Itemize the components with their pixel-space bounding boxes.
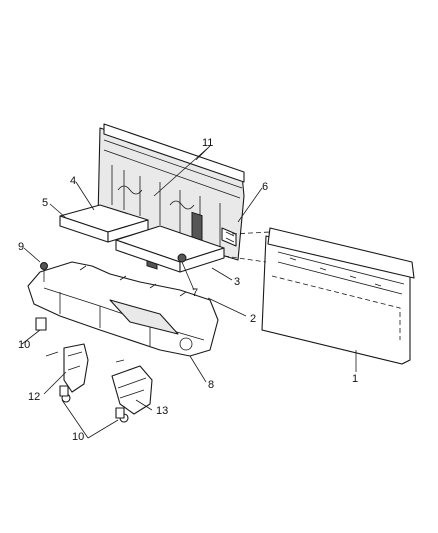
callout-4: 4	[70, 175, 77, 187]
callout-12: 12	[28, 391, 41, 403]
seat-base-tray	[27, 261, 219, 357]
rear-cover-panel	[223, 227, 415, 365]
seat-cushion-right	[115, 225, 225, 273]
callout-3: 3	[234, 276, 241, 288]
callout-13: 13	[156, 405, 169, 417]
callout-9: 9	[18, 241, 25, 253]
callout-10-upper: 10	[18, 339, 31, 351]
seat-cushion-left	[59, 204, 149, 243]
callout-1: 1	[352, 373, 359, 385]
callout-6: 6	[262, 181, 269, 193]
fasteners	[35, 262, 125, 419]
callout-10-lower: 10	[72, 431, 85, 443]
callout-11: 11	[202, 137, 214, 149]
callout-7: 7	[192, 287, 199, 299]
leader-lines	[21, 145, 357, 439]
callout-8: 8	[208, 379, 215, 391]
callout-2: 2	[250, 313, 257, 325]
callout-5: 5	[42, 197, 49, 209]
